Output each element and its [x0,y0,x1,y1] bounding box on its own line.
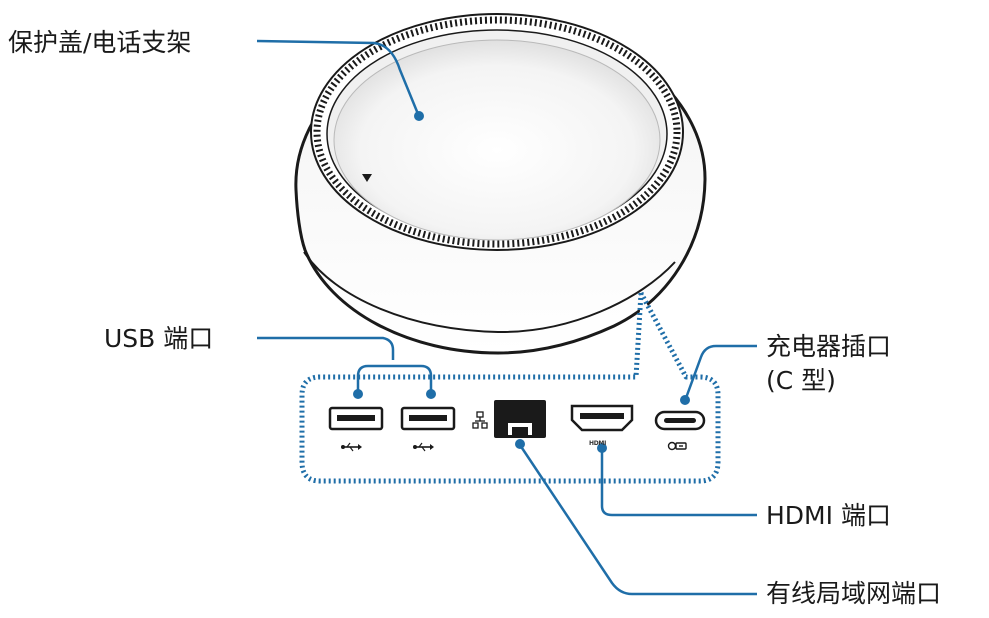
usb-dot-1 [353,389,363,399]
hdmi-callout-line [600,449,757,517]
usb-symbol-icon [413,442,434,452]
network-symbol-icon [472,411,488,429]
hdmi-label: HDMI 端口 [766,501,891,530]
lan-port [494,400,546,438]
cover-callout-line [256,39,420,115]
callout-dots [353,111,690,453]
charger-symbol-icon [667,441,687,451]
lan-dot [515,439,525,449]
lan-callout-line [518,444,757,596]
usb-label: USB 端口 [104,324,214,353]
usb-c-port [654,410,706,451]
cover-dot [414,111,424,121]
hdmi-port-mark: HDMI [589,440,607,447]
triangle-mark [362,174,372,182]
cover-label: 保护盖/电话支架 [8,28,192,57]
usb-bracket-line [356,364,433,392]
usb-callout-line [257,336,395,360]
hdmi-dot [597,443,607,453]
usb-port-1 [328,406,384,452]
ports-callout-outline [299,291,721,484]
charger-label-line2: (C 型) [766,366,836,395]
charger-label-line1: 充电器插口 [766,332,892,361]
hdmi-port [570,404,634,432]
usb-dot-2 [426,389,436,399]
dock-body [294,13,707,355]
charger-callout-line [684,344,757,399]
cover-top [333,39,661,241]
callout-lines [256,39,757,596]
charger-dot [680,395,690,405]
lan-label: 有线局域网端口 [766,579,942,608]
usb-port-2 [400,406,456,452]
usb-symbol-icon [341,442,362,452]
